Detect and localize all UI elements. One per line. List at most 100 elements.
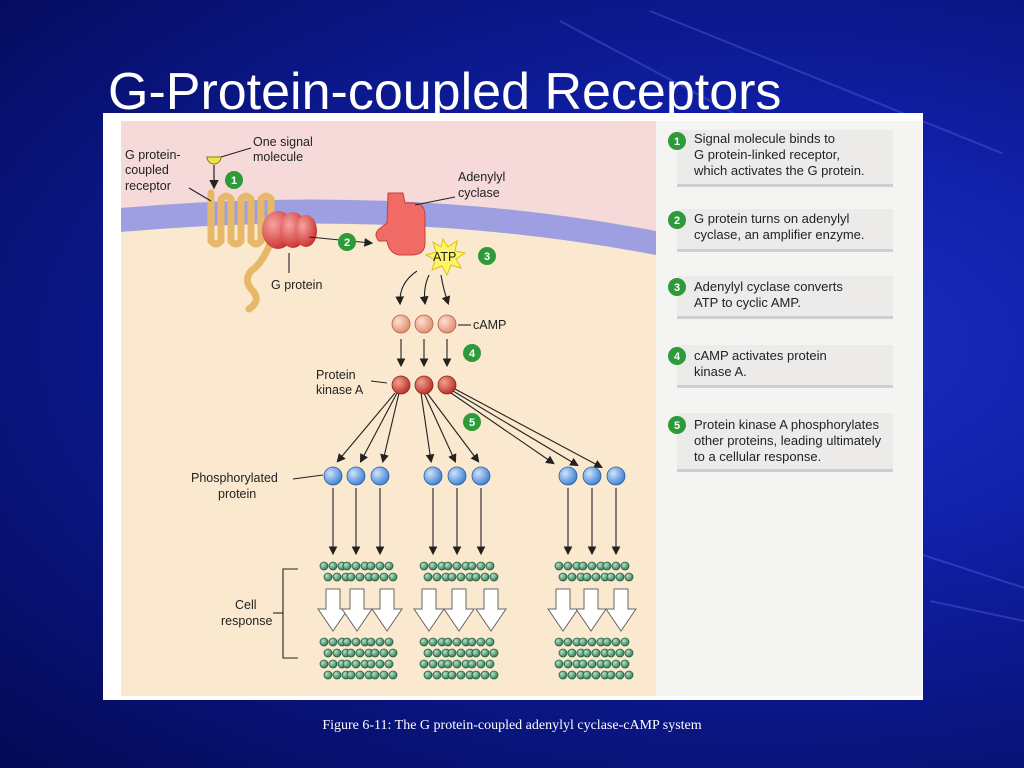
response-dot	[323, 648, 333, 658]
response-dot	[471, 648, 481, 658]
response-dot	[355, 572, 365, 582]
response-dot	[379, 572, 389, 582]
response-dot	[554, 637, 564, 647]
svg-text:G protein turns on adenylyl: G protein turns on adenylyl	[694, 211, 849, 226]
response-dot	[567, 648, 577, 658]
svg-text:Protein kinase A phosphorylate: Protein kinase A phosphorylates	[694, 417, 880, 432]
response-dot	[332, 572, 342, 582]
g-protein-shape	[262, 211, 317, 249]
response-dot	[332, 670, 342, 680]
response-dot	[456, 670, 466, 680]
response-dot	[351, 561, 361, 571]
response-dot	[615, 670, 625, 680]
response-dot	[611, 659, 621, 669]
phosphorylated-protein-label-1: Phosphorylated	[191, 471, 278, 485]
response-dot	[471, 572, 481, 582]
inline-step-badge-2: 2	[338, 233, 356, 251]
response-dot	[370, 648, 380, 658]
pathway-arrows	[188, 147, 621, 659]
response-dot	[591, 648, 601, 658]
phosphorylated-protein-molecule	[606, 466, 626, 486]
inline-step-badge-4: 4	[463, 344, 481, 362]
response-dot	[375, 659, 385, 669]
cell-response-label-2: response	[221, 614, 272, 628]
response-dot	[606, 648, 616, 658]
response-dot	[467, 561, 477, 571]
response-dot	[432, 648, 442, 658]
response-dot	[602, 659, 612, 669]
phosphorylated-protein-molecule	[471, 466, 491, 486]
response-dot	[476, 561, 486, 571]
svg-text:5: 5	[674, 420, 680, 432]
svg-text:which activates the G protein.: which activates the G protein.	[693, 163, 865, 178]
response-dot	[319, 637, 329, 647]
response-dot	[624, 670, 634, 680]
response-dot	[471, 670, 481, 680]
response-dot	[375, 637, 385, 647]
svg-text:Signal molecule binds to: Signal molecule binds to	[694, 131, 835, 146]
response-dot	[346, 572, 356, 582]
response-dot	[366, 659, 376, 669]
inline-step-badge-3: 3	[478, 247, 496, 265]
response-dot	[456, 572, 466, 582]
cell-response-label-1: Cell	[235, 598, 257, 612]
phosphorylated-protein-molecule	[370, 466, 390, 486]
pka-label-2: kinase A	[316, 383, 364, 397]
response-dot	[432, 670, 442, 680]
response-dot	[452, 659, 462, 669]
svg-text:cAMP activates protein: cAMP activates protein	[694, 348, 827, 363]
response-dot	[332, 648, 342, 658]
response-dot	[476, 637, 486, 647]
atp-label: ATP	[433, 250, 456, 264]
response-dot	[323, 670, 333, 680]
figure-panel: One signal molecule G protein- coupled r…	[103, 113, 923, 700]
response-dot	[611, 561, 621, 571]
response-dot	[452, 561, 462, 571]
response-dot	[615, 648, 625, 658]
step-legend-panel	[656, 121, 922, 696]
response-dot	[620, 637, 630, 647]
response-dot	[319, 561, 329, 571]
response-dot	[489, 572, 499, 582]
response-dot	[328, 659, 338, 669]
response-dot	[587, 637, 597, 647]
response-dot	[419, 659, 429, 669]
response-dot	[423, 648, 433, 658]
response-dot	[558, 648, 568, 658]
response-dot	[379, 670, 389, 680]
receptor-label-3: receptor	[125, 179, 171, 193]
response-dot	[558, 670, 568, 680]
receptor-label-1: G protein-	[125, 148, 181, 162]
response-dot	[423, 670, 433, 680]
response-dot	[447, 670, 457, 680]
response-dot	[388, 572, 398, 582]
adenylyl-cyclase-shape	[375, 192, 426, 256]
svg-text:ATP to cyclic AMP.: ATP to cyclic AMP.	[694, 295, 801, 310]
svg-text:1: 1	[674, 136, 680, 148]
step-card-3: 3 Adenylyl cyclase converts ATP to cycli…	[668, 276, 893, 319]
g-protein-label: G protein	[271, 278, 322, 292]
svg-text:2: 2	[344, 237, 350, 249]
phosphorylated-protein-molecule	[582, 466, 602, 486]
response-dot	[489, 670, 499, 680]
svg-text:kinase A.: kinase A.	[694, 364, 747, 379]
camp-molecule	[437, 314, 457, 334]
response-dot	[388, 670, 398, 680]
response-dot	[489, 648, 499, 658]
slide-title: G-Protein-coupled Receptors	[108, 63, 782, 121]
molecule-layer	[319, 314, 634, 680]
response-dot	[567, 572, 577, 582]
cell-membrane	[121, 199, 656, 255]
protein-kinase-a-molecule	[391, 375, 411, 395]
response-dot	[370, 670, 380, 680]
response-arrows	[317, 588, 637, 632]
response-dot	[319, 659, 329, 669]
response-dot	[388, 648, 398, 658]
response-dot	[428, 637, 438, 647]
response-dot	[328, 561, 338, 571]
response-dot	[485, 561, 495, 571]
response-dot	[384, 659, 394, 669]
pka-label-1: Protein	[316, 368, 356, 382]
response-dot	[342, 561, 352, 571]
camp-label: cAMP	[473, 318, 506, 332]
